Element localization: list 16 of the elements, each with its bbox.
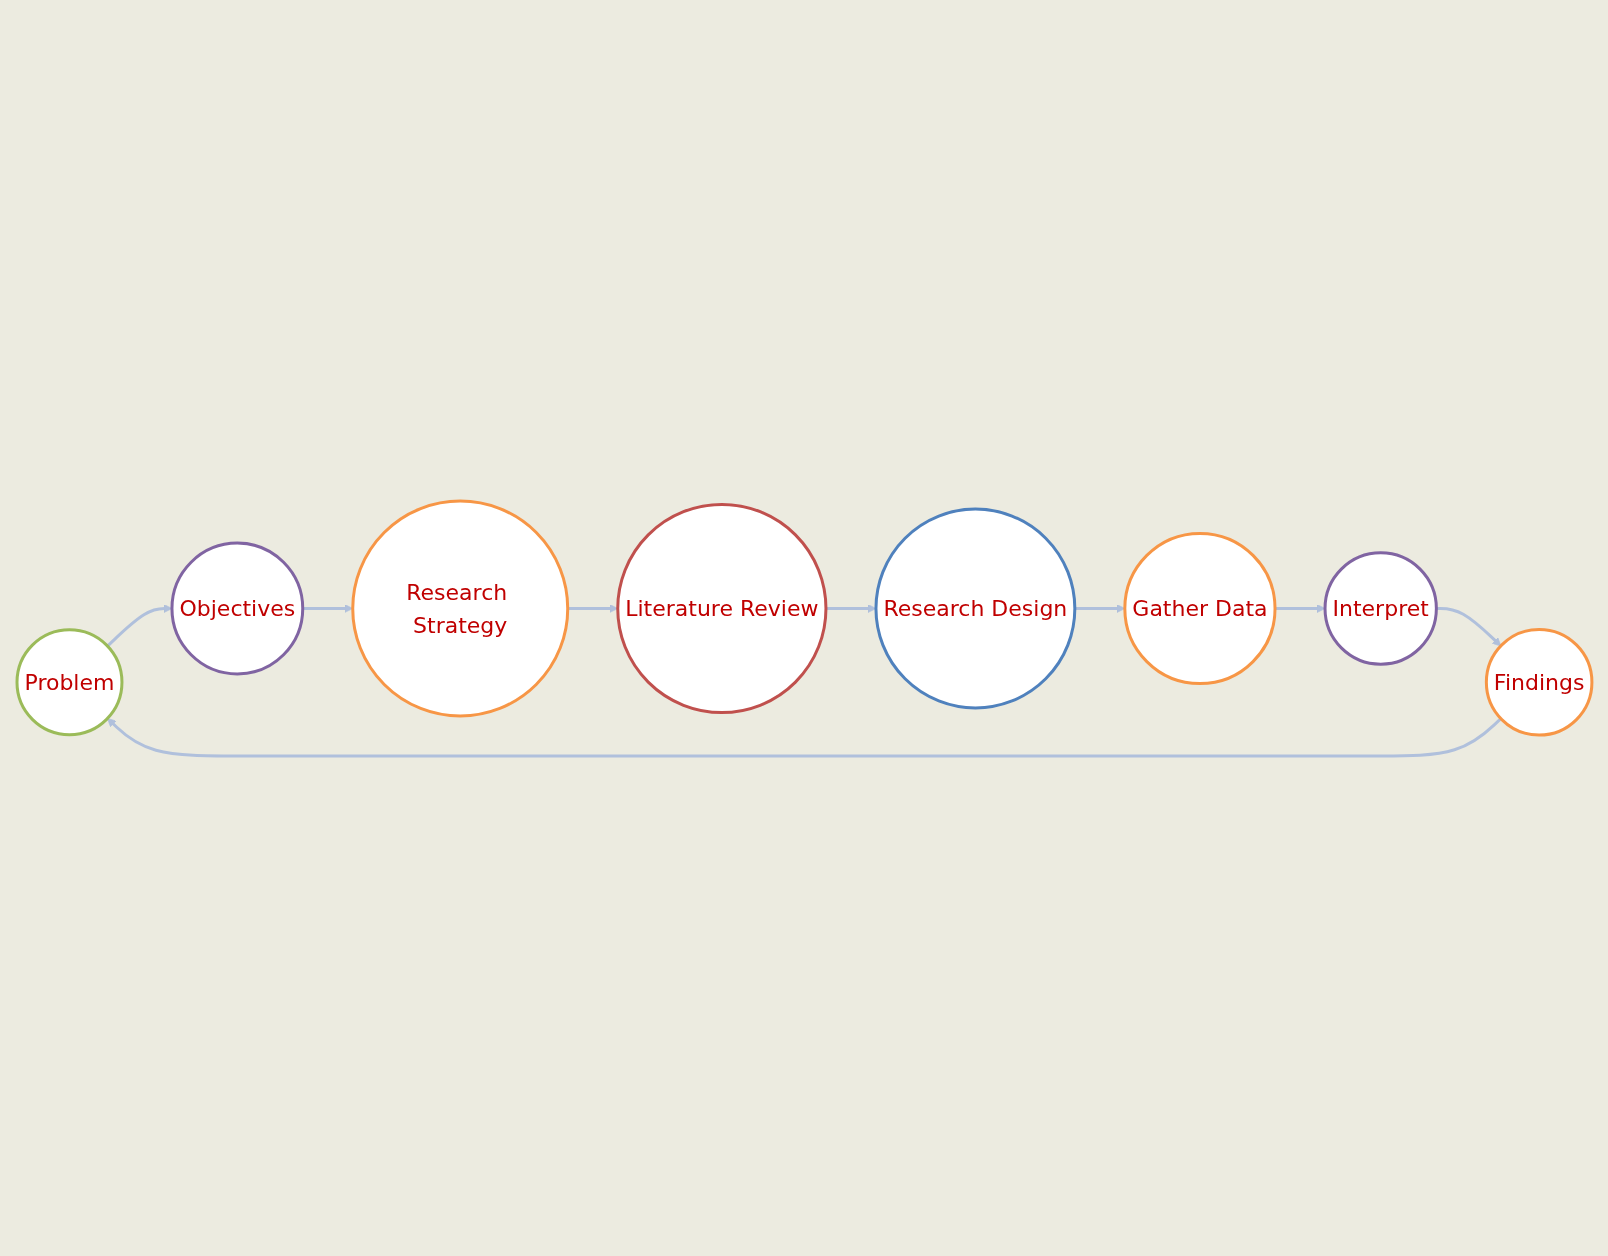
arrow: [825, 603, 876, 613]
node-circle: Interpret: [1323, 550, 1438, 666]
arrow: [1435, 606, 1501, 646]
node-circle: Research Design: [874, 507, 1076, 709]
arrow: [567, 603, 618, 613]
arrow: [106, 716, 1502, 757]
node-circle: Gather Data: [1122, 531, 1277, 685]
arrow: [1074, 603, 1125, 613]
node-circle: Objectives: [170, 541, 304, 675]
node-circle: Problem: [15, 627, 123, 736]
node-circle: Findings: [1484, 627, 1593, 737]
node-circle: Literature Review: [615, 502, 827, 714]
arrow: [302, 603, 353, 613]
arrow: [1274, 603, 1325, 613]
node-circle: Research Strategy: [350, 499, 569, 717]
arrow: [106, 603, 172, 647]
